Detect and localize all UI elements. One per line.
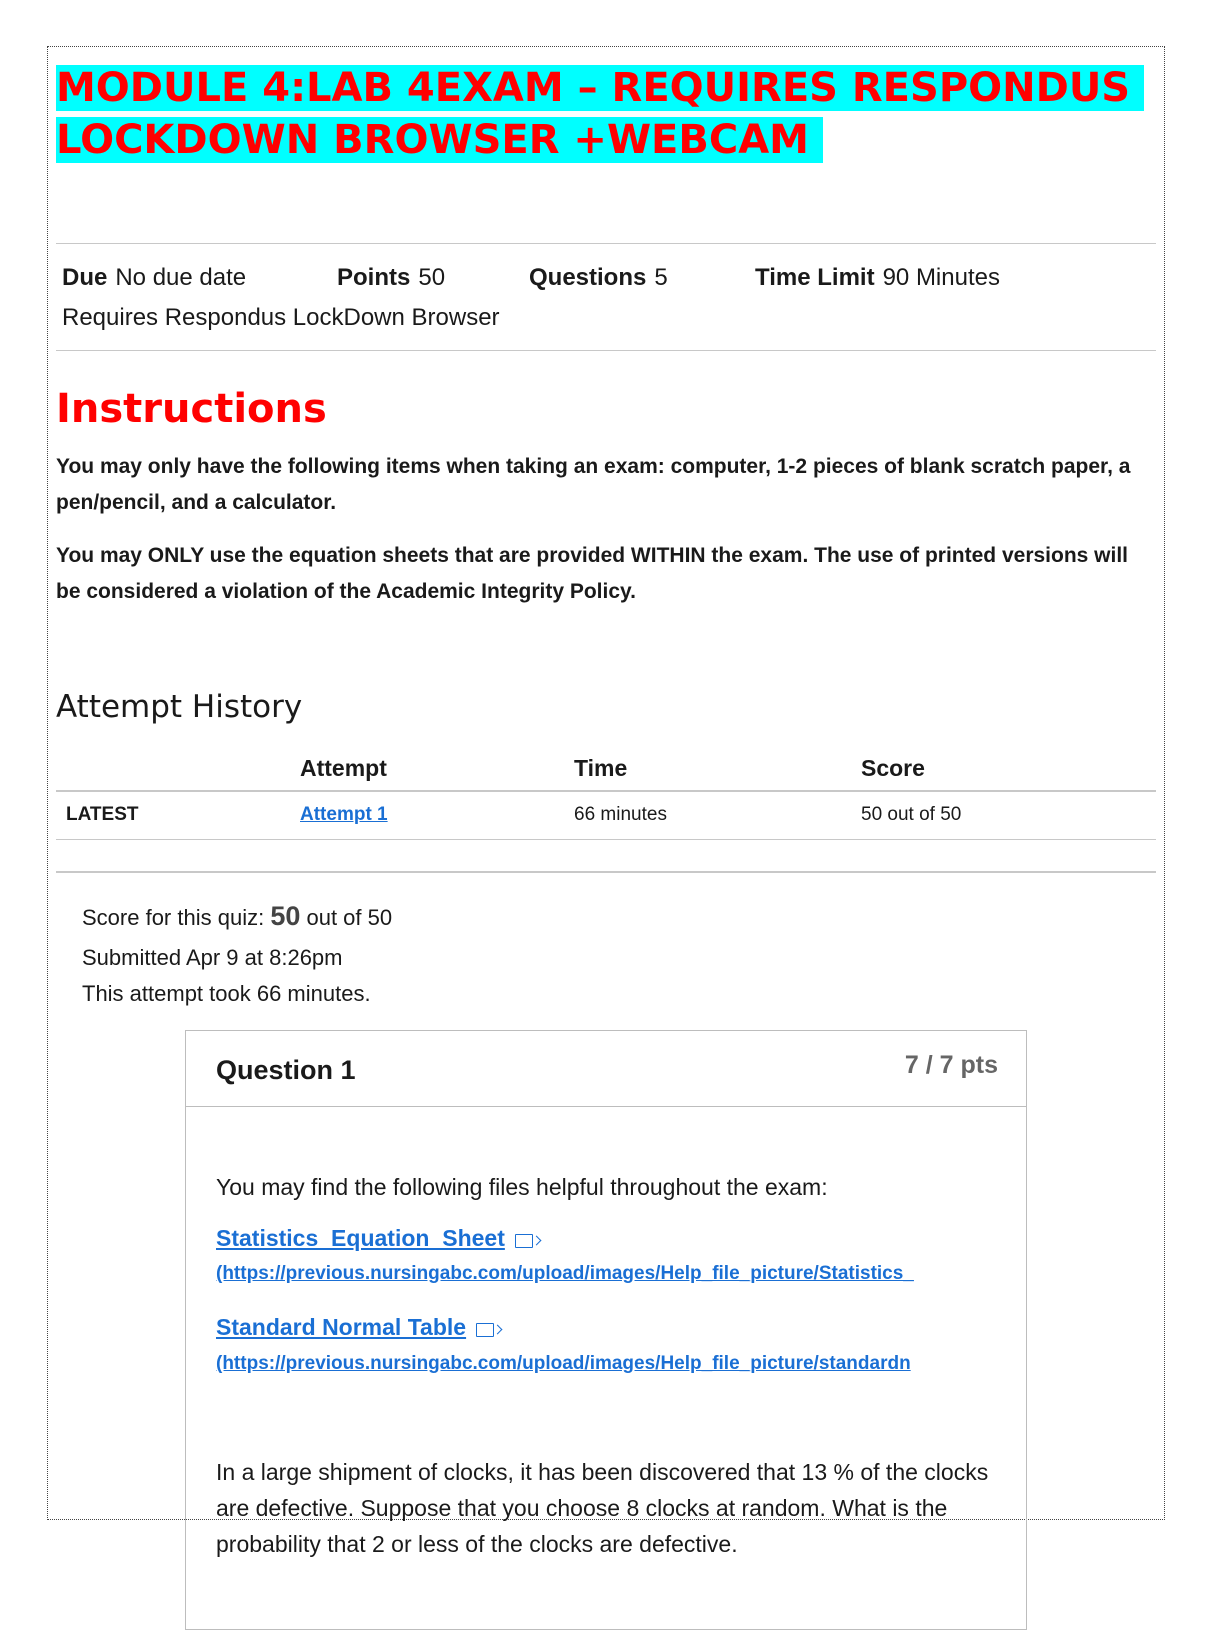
standard-normal-table-url[interactable]: (https://previous.nursingabc.com/upload/… bbox=[216, 1353, 911, 1374]
attempt-history-heading: Attempt History bbox=[56, 689, 303, 725]
table-header-divider bbox=[56, 790, 1156, 792]
instructions-para-2: You may ONLY use the equation sheets tha… bbox=[56, 544, 1129, 603]
question-points: 7 / 7 pts bbox=[904, 1051, 998, 1079]
attempt-duration: This attempt took 66 minutes. bbox=[82, 981, 371, 1006]
column-header-score: Score bbox=[861, 755, 925, 781]
lockdown-note: Requires Respondus LockDown Browser bbox=[62, 304, 500, 331]
statistics-equation-sheet-url[interactable]: (https://previous.nursingabc.com/upload/… bbox=[216, 1263, 914, 1284]
divider bbox=[56, 243, 1156, 244]
external-link-icon bbox=[514, 1234, 533, 1248]
title-line-2: LOCKDOWN BROWSER +WEBCAM bbox=[56, 117, 823, 163]
attempt-time: 66 minutes bbox=[574, 804, 667, 825]
instructions-heading: Instructions bbox=[56, 386, 327, 432]
page-frame bbox=[47, 46, 1165, 1520]
column-header-time: Time bbox=[574, 755, 628, 781]
page-title: MODULE 4:LAB 4EXAM – REQUIRES RESPONDUS … bbox=[56, 62, 1145, 166]
column-header-attempt: Attempt bbox=[300, 755, 387, 781]
quiz-score: Score for this quiz: 50 out of 50 bbox=[82, 901, 393, 931]
question-title: Question 1 bbox=[216, 1055, 356, 1085]
quiz-score-value: 50 bbox=[270, 901, 301, 931]
attempt-1-link[interactable]: Attempt 1 bbox=[300, 804, 388, 825]
latest-label: LATEST bbox=[66, 804, 139, 825]
question-header: Question 1 7 / 7 pts bbox=[186, 1031, 1026, 1107]
question-body: In a large shipment of clocks, it has be… bbox=[216, 1459, 989, 1557]
attempt-score: 50 out of 50 bbox=[861, 804, 962, 825]
question-card: Question 1 7 / 7 pts You may find the fo… bbox=[185, 1030, 1027, 1630]
divider bbox=[56, 350, 1156, 351]
submitted-time: Submitted Apr 9 at 8:26pm bbox=[82, 945, 343, 970]
title-line-1: MODULE 4:LAB 4EXAM – REQUIRES RESPONDUS bbox=[56, 65, 1145, 111]
divider bbox=[56, 871, 1156, 873]
divider bbox=[56, 839, 1156, 840]
question-intro: You may find the following files helpful… bbox=[216, 1174, 828, 1200]
statistics-equation-sheet-link[interactable]: Statistics_Equation_Sheet bbox=[216, 1225, 533, 1252]
external-link-icon bbox=[476, 1323, 495, 1337]
instructions-para-1: You may only have the following items wh… bbox=[56, 455, 1131, 514]
standard-normal-table-link[interactable]: Standard Normal Table bbox=[216, 1314, 495, 1341]
